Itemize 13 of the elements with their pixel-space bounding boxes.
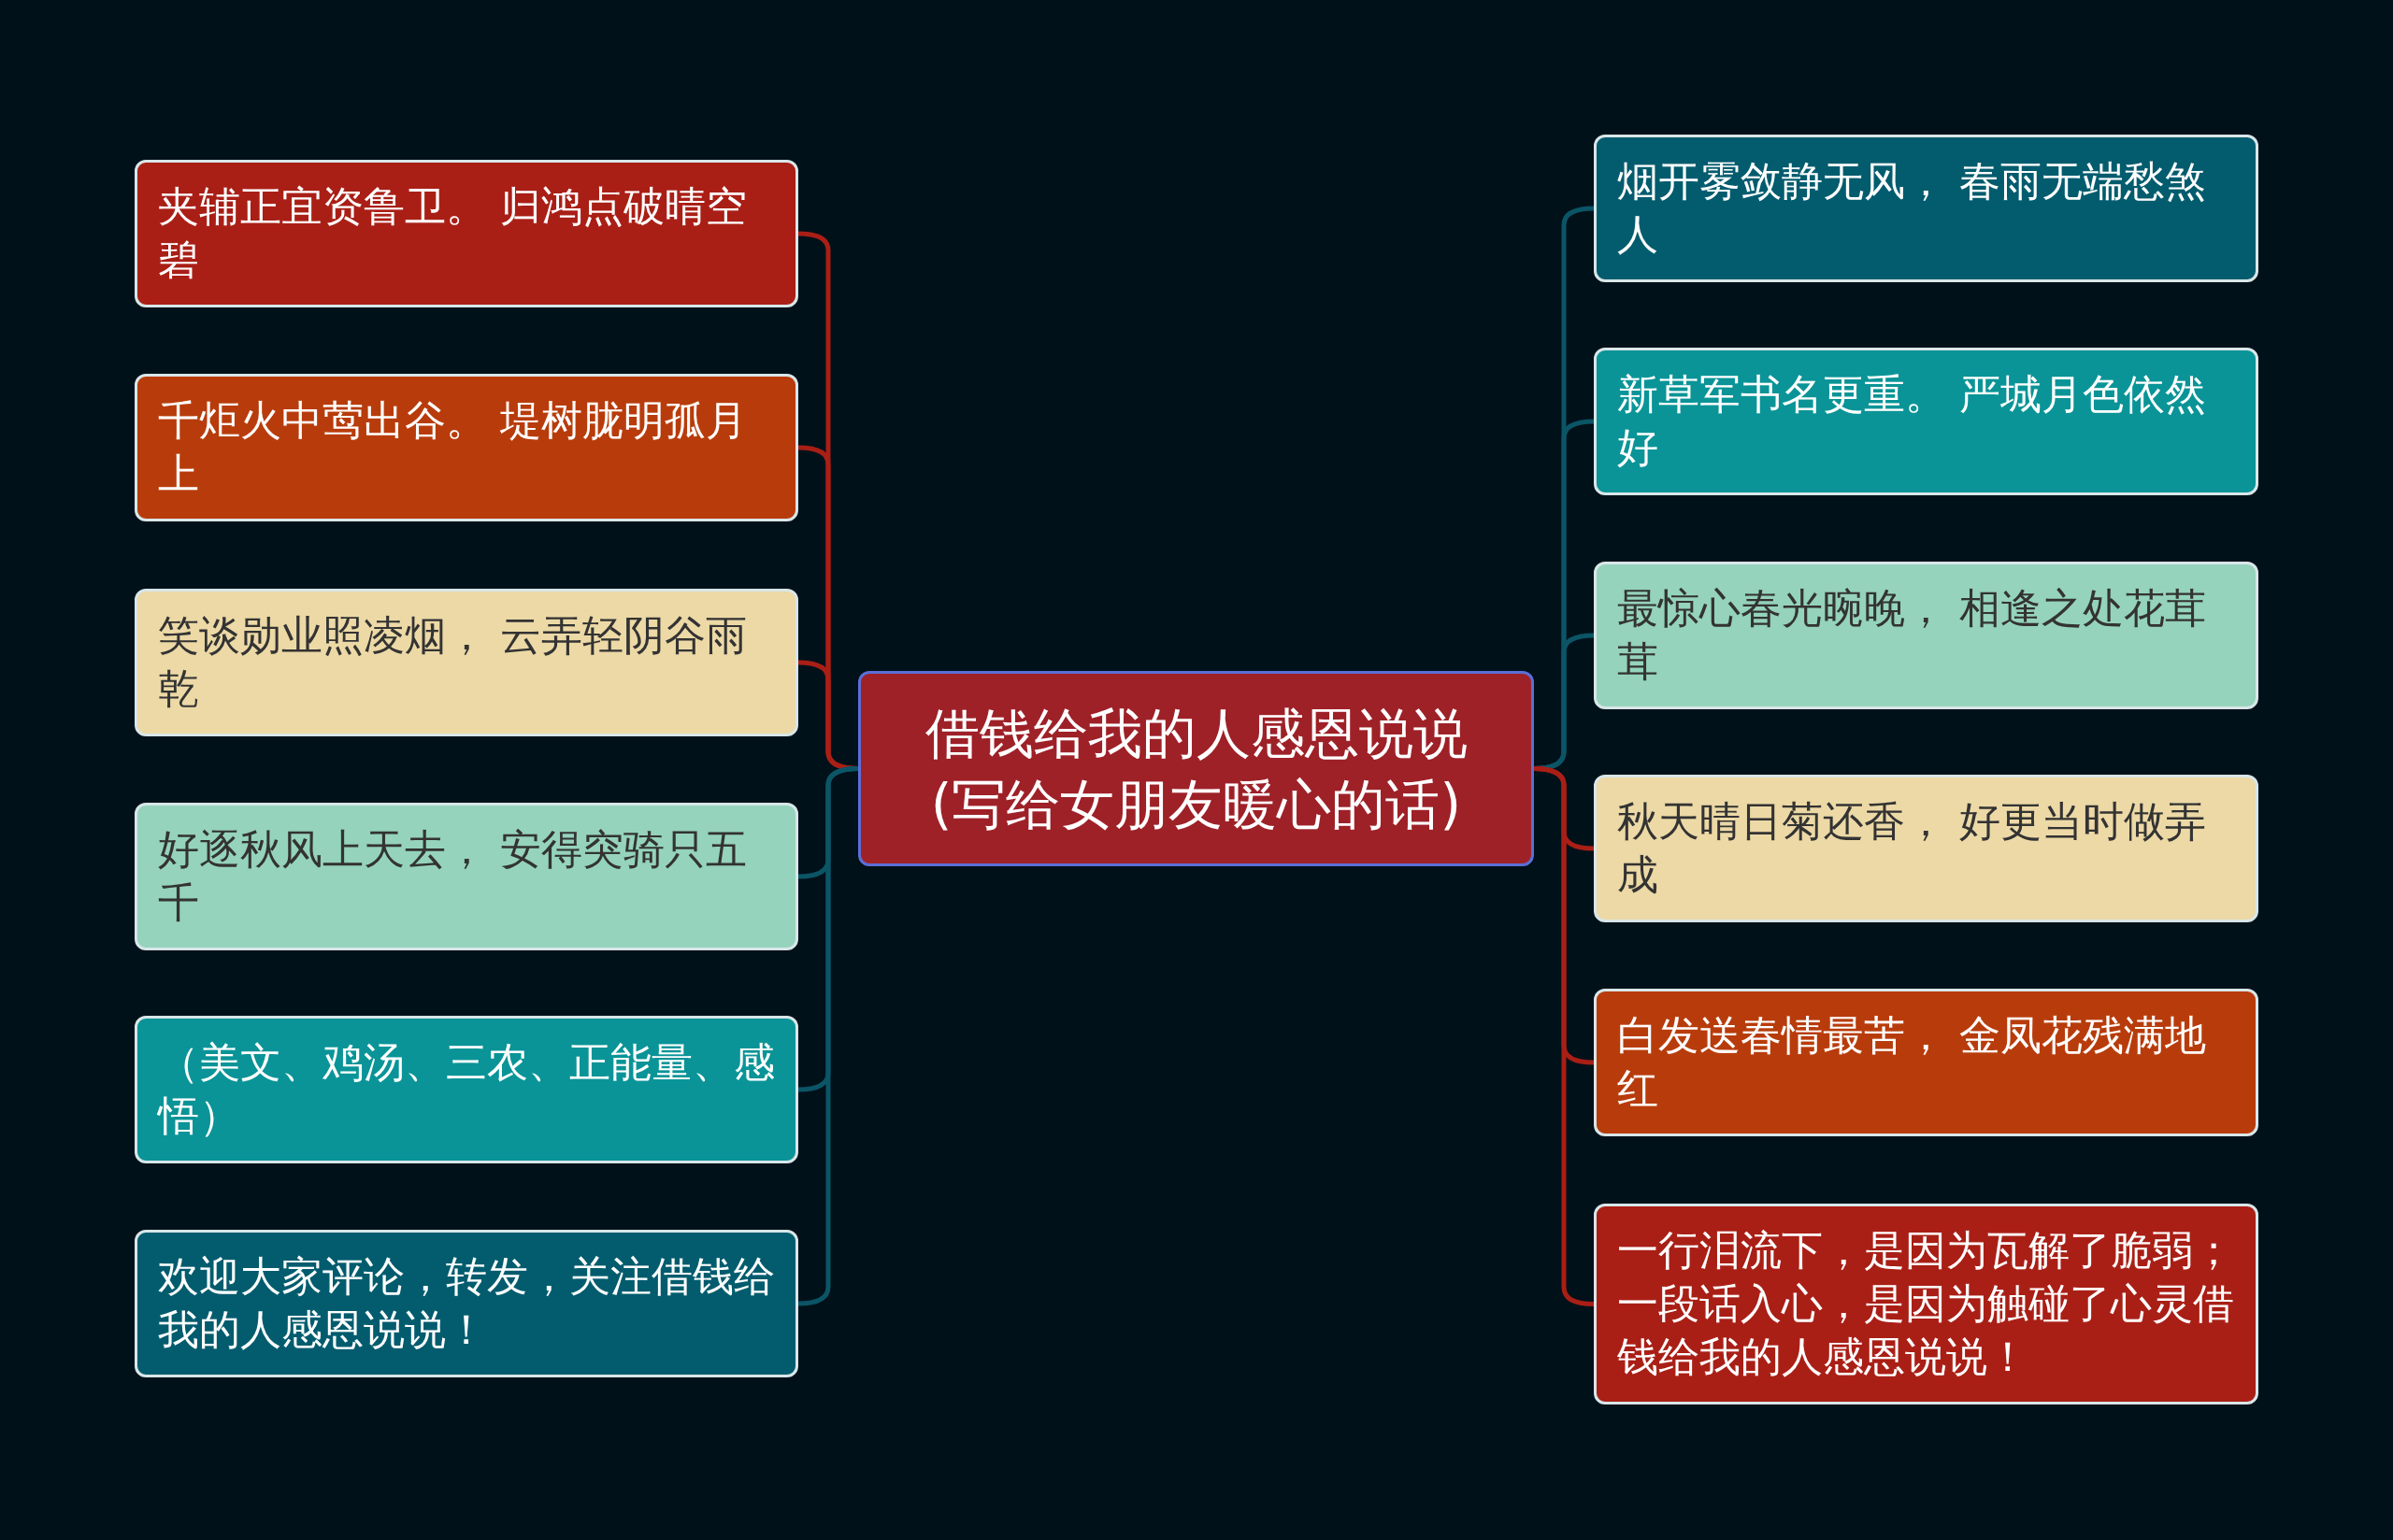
topic-box: 借钱给我的人感恩说说(写给女朋友暖心的话) <box>858 671 1534 866</box>
branch-box: 笑谈勋业照凌烟， 云弄轻阴谷雨乾 <box>135 589 798 736</box>
branch-box: 夹辅正宜资鲁卫。 归鸿点破晴空碧 <box>135 160 798 307</box>
branch-box: 秋天晴日菊还香， 好更当时做弄成 <box>1594 775 2258 922</box>
branch-box: （美文、鸡汤、三农、正能量、感悟） <box>135 1016 798 1163</box>
branch-box: 千炬火中莺出谷。 堤树胧明孤月上 <box>135 374 798 521</box>
branch-box: 好逐秋风上天去， 安得突骑只五千 <box>135 803 798 950</box>
branch-box: 欢迎大家评论，转发，关注借钱给我的人感恩说说！ <box>135 1230 798 1377</box>
branch-box: 新草军书名更重。 严城月色依然好 <box>1594 348 2258 495</box>
branch-box: 最惊心春光晼晚， 相逢之处花茸茸 <box>1594 562 2258 709</box>
branch-box: 白发送春情最苦， 金凤花残满地红 <box>1594 989 2258 1136</box>
branch-box: 一行泪流下，是因为瓦解了脆弱；一段话入心，是因为触碰了心灵借钱给我的人感恩说说！ <box>1594 1204 2258 1405</box>
branch-box: 烟开雾敛静无风， 春雨无端愁煞人 <box>1594 135 2258 282</box>
